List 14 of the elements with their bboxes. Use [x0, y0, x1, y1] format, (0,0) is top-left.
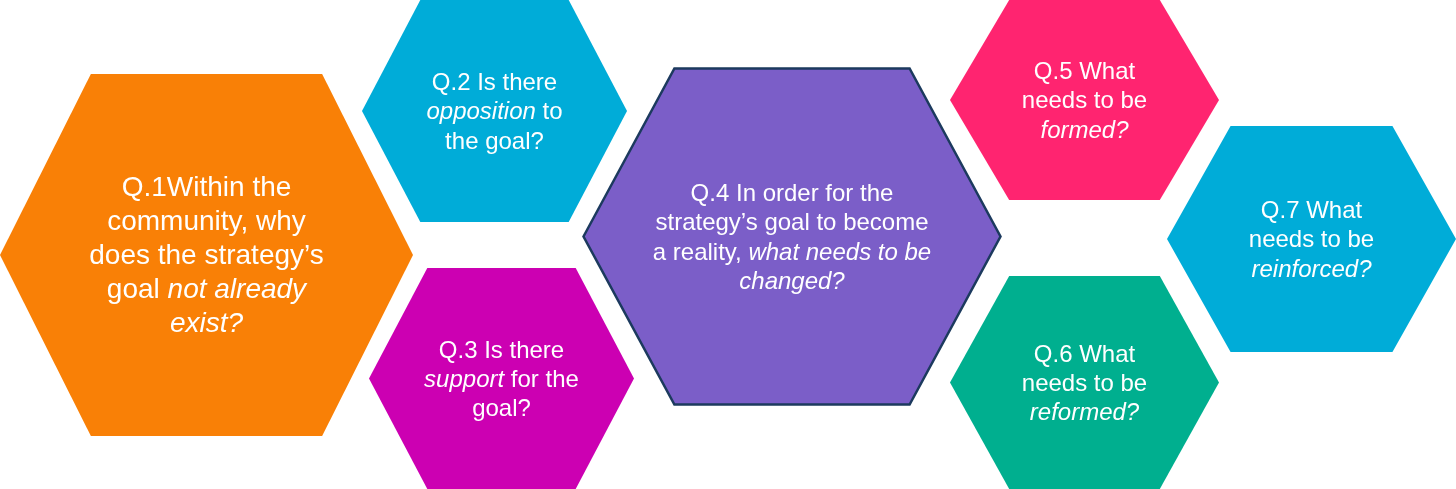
question-text: Q.6 What needs to be reformed?: [1020, 338, 1149, 427]
hexagon: [369, 268, 634, 489]
question-text: Q.5 What needs to be formed?: [1020, 56, 1149, 144]
question-text: Q.4 In order for the strategy’s goal to become a reality, what needs to be changed?: [652, 177, 932, 296]
hexagon: [950, 276, 1219, 489]
question-text: Q.1Within the community, why does the strategy’s goal not already exist?: [88, 169, 325, 341]
question-text: Q.3 Is there support for the goal?: [423, 334, 580, 423]
hexagon: [1167, 126, 1456, 352]
question-text: Q.2 Is there opposition to the goal?: [425, 67, 564, 155]
hexagon: [0, 74, 413, 436]
hexagon: [582, 67, 1002, 406]
hexagon: [362, 0, 627, 222]
question-text: Q.7 What needs to be reinforced?: [1247, 195, 1376, 283]
hexagon: [950, 0, 1219, 200]
